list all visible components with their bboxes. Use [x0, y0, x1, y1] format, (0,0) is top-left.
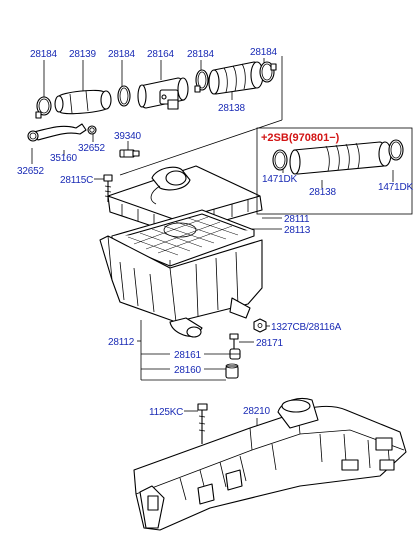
part-label-28113: 28113	[284, 225, 311, 236]
hose-clamp-icon	[388, 139, 404, 161]
air-cleaner-upper-cover-icon	[107, 165, 263, 235]
part-label-28164: 28164	[147, 49, 174, 60]
part-label-32652: 32652	[17, 166, 44, 177]
grommet-icon	[229, 348, 241, 360]
part-label-1327cb-28116a: 1327CB/28116A	[271, 322, 342, 333]
part-labels: 28184 28139 28184 28164 28184 28184 2813…	[17, 47, 414, 418]
variant-box-title: +2SB(970801−)	[261, 132, 340, 144]
breather-hose-icon	[33, 123, 87, 141]
temperature-sensor-icon	[119, 149, 140, 158]
nut-icon	[253, 318, 267, 333]
intake-bellows-icon	[289, 141, 392, 175]
hose-clamp-icon	[87, 125, 97, 135]
part-label-28115c: 28115C	[60, 175, 93, 186]
part-label-28184: 28184	[30, 49, 57, 60]
intake-hose-icon	[54, 89, 112, 115]
part-label-1125kc: 1125KC	[149, 407, 183, 418]
part-label-28210: 28210	[243, 406, 270, 417]
hose-clamp-icon	[27, 130, 39, 142]
intake-bellows-icon	[208, 61, 264, 95]
part-label-32652: 32652	[78, 143, 105, 154]
part-label-28184: 28184	[187, 49, 214, 60]
part-label-28112: 28112	[108, 337, 135, 348]
part-label-39340: 39340	[114, 131, 141, 142]
hose-clamp-icon	[259, 61, 277, 83]
filter-pleats	[127, 216, 239, 256]
bolt-icon	[103, 174, 113, 202]
mount-rubber-icon	[225, 363, 239, 379]
part-label-1471dk: 1471DK	[378, 182, 413, 193]
air-filter-element-icon	[111, 209, 255, 267]
part-label-28184: 28184	[108, 49, 135, 60]
part-label-28160: 28160	[174, 365, 201, 376]
variant-box	[256, 127, 413, 215]
hose-clamp-icon	[194, 69, 209, 93]
part-label-28138: 28138	[309, 187, 336, 198]
part-label-28161: 28161	[174, 350, 201, 361]
air-cleaner-lower-body-icon	[99, 235, 263, 338]
hose-clamp-icon	[117, 85, 131, 107]
part-label-1471dk: 1471DK	[262, 174, 297, 185]
part-label-28111: 28111	[284, 214, 310, 225]
air-intake-duct-icon	[133, 397, 407, 531]
part-label-28171: 28171	[256, 338, 283, 349]
bolt-icon	[229, 333, 239, 350]
air-flow-sensor-icon	[137, 77, 189, 110]
hose-clamp-icon	[272, 149, 288, 171]
part-label-35160: 35160	[50, 153, 77, 164]
part-label-28138: 28138	[218, 103, 245, 114]
part-label-28139: 28139	[69, 49, 96, 60]
part-label-28184: 28184	[250, 47, 277, 58]
bolt-icon	[197, 403, 208, 444]
hose-clamp-icon	[35, 96, 52, 119]
